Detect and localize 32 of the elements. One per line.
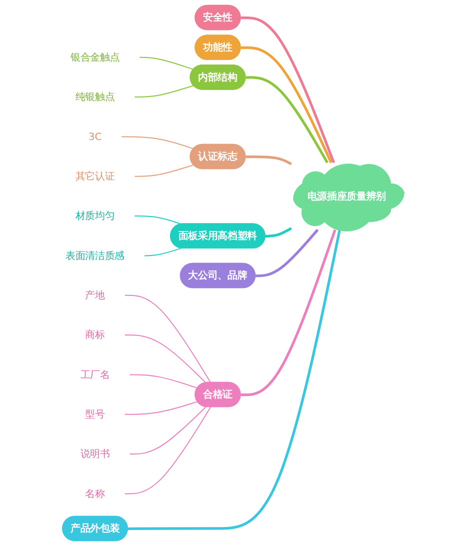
connector: [124, 401, 198, 415]
node-text: 材质均匀: [75, 210, 115, 222]
node-text: 产地: [85, 289, 105, 302]
node-text: 型号: [85, 408, 105, 420]
connector: [128, 230, 341, 530]
node-text: 纯银触点: [75, 90, 115, 103]
connector: [120, 136, 194, 150]
node-text: 说明书: [80, 448, 110, 460]
connector: [246, 155, 292, 166]
connector: [246, 76, 328, 164]
connector: [240, 229, 336, 396]
connector: [128, 374, 198, 389]
connector: [144, 248, 182, 256]
connector: [138, 56, 194, 70]
connector: [134, 216, 182, 225]
connector: [124, 406, 212, 494]
node-text: 商标: [85, 328, 105, 341]
connector: [128, 406, 206, 455]
connector: [124, 334, 206, 384]
connector: [134, 164, 194, 177]
connector: [240, 16, 335, 164]
connector: [124, 294, 212, 384]
connector: [240, 46, 332, 164]
connector: [256, 228, 319, 278]
node-text: 3C: [88, 130, 102, 142]
connector: [134, 85, 194, 98]
node-text: 表面清洁质感: [66, 250, 125, 262]
connector: [265, 227, 292, 238]
node-text: 名称: [85, 488, 105, 500]
node-text: 其它认证: [75, 170, 115, 182]
node-text: 银合金触点: [70, 51, 120, 64]
node-text: 工厂名: [80, 368, 110, 380]
